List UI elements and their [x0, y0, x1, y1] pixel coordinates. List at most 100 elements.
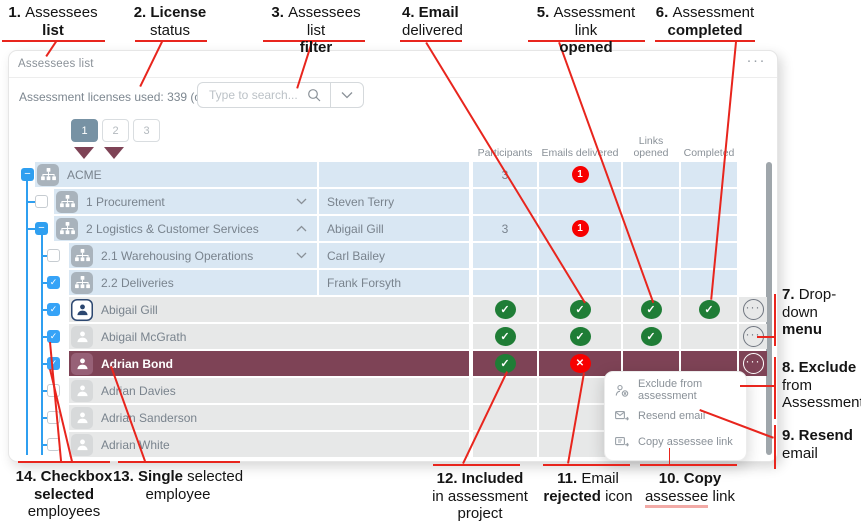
- tree-stub: [41, 444, 47, 446]
- tree-stub: [41, 417, 47, 419]
- row-name-cell[interactable]: Abigail Gill: [69, 297, 469, 322]
- person-icon: [71, 325, 93, 348]
- collapse-toggle[interactable]: −: [35, 222, 48, 235]
- person-icon: [71, 298, 93, 321]
- success-check-icon: ✓: [640, 300, 662, 319]
- exclude-person-icon: [615, 384, 629, 397]
- row-name-cell[interactable]: 2.2 Deliveries: [69, 270, 317, 295]
- row-name-cell[interactable]: Adrian Bond: [69, 351, 469, 376]
- page-button-3[interactable]: 3: [133, 119, 160, 142]
- menu-item-resend-email[interactable]: Resend email: [605, 403, 746, 429]
- row-checkbox[interactable]: ✓: [47, 303, 60, 316]
- page-marker-triangle: [104, 147, 124, 159]
- tree-stub: [26, 201, 35, 203]
- menu-item-label: Resend email: [638, 410, 706, 422]
- row-checkbox[interactable]: ✓: [47, 330, 60, 343]
- column-header-links-opened: Links opened: [633, 135, 669, 159]
- tree-stub: [41, 282, 47, 284]
- annotation-underline: [400, 40, 462, 42]
- collapse-toggle[interactable]: −: [21, 168, 34, 181]
- annotation-underline: [640, 464, 737, 466]
- participants-cell: [473, 270, 537, 295]
- org-unit-icon: [71, 271, 93, 294]
- row-name-cell[interactable]: 2.1 Warehousing Operations: [69, 243, 317, 268]
- annotation-underline: [18, 461, 110, 463]
- links-cell: ✓: [623, 297, 679, 322]
- page-button-1[interactable]: 1: [71, 119, 98, 142]
- person-icon: [71, 379, 93, 402]
- row-menu-button[interactable]: ···: [742, 299, 764, 320]
- success-check-icon: ✓: [640, 327, 662, 346]
- chevron-up-icon[interactable]: [296, 225, 307, 232]
- emails-cell: ✓: [539, 324, 621, 349]
- tree-stub: [26, 228, 35, 230]
- success-check-icon: ✓: [494, 300, 516, 319]
- row-menu-button[interactable]: ···: [742, 353, 764, 374]
- annotation-underline: [2, 40, 105, 42]
- row-label: 2 Logistics & Customer Services: [86, 221, 259, 236]
- org-unit-icon: [71, 244, 93, 267]
- row-name-cell[interactable]: 2 Logistics & Customer Services: [54, 216, 317, 241]
- row-checkbox[interactable]: [47, 249, 60, 262]
- leader-line: [668, 448, 671, 464]
- row-label: ACME: [67, 167, 102, 182]
- row-name-cell[interactable]: Adrian Sanderson: [69, 405, 469, 430]
- row-checkbox[interactable]: ✓: [47, 276, 60, 289]
- actions-cell: ···: [739, 351, 767, 376]
- email-rejected-icon: ✕: [569, 354, 591, 373]
- tree-stub: [41, 309, 47, 311]
- emails-cell: 1: [539, 162, 621, 187]
- menu-item-exclude-from-assessment[interactable]: Exclude from assessment: [605, 377, 746, 403]
- page-button-2[interactable]: 2: [102, 119, 129, 142]
- participants-cell: [473, 378, 537, 403]
- search-icon[interactable]: [307, 88, 321, 102]
- row-name-cell[interactable]: Adrian Davies: [69, 378, 469, 403]
- table-row[interactable]: ✓ Abigail Gill ✓ ✓ ✓ ✓ ···: [9, 297, 767, 322]
- search-input[interactable]: [207, 87, 307, 103]
- tree-stub: [41, 255, 47, 257]
- row-context-menu: Exclude from assessment Resend email Cop…: [604, 371, 747, 461]
- row-name-cell[interactable]: 1 Procurement: [54, 189, 317, 214]
- org-unit-icon: [56, 190, 78, 213]
- person-icon: [71, 352, 93, 375]
- chevron-down-icon[interactable]: [296, 252, 307, 259]
- tree-stub: [41, 363, 47, 365]
- table-row[interactable]: ✓Abigail McGrath✓✓✓···: [9, 324, 767, 349]
- column-header-emails-delivered: Emails delivered: [541, 146, 619, 159]
- tree-stub: [41, 390, 47, 392]
- resend-email-icon: [615, 410, 629, 422]
- success-check-icon: ✓: [569, 300, 591, 319]
- divider: [330, 83, 331, 107]
- links-cell: [623, 189, 679, 214]
- panel-options-button[interactable]: ···: [746, 52, 766, 69]
- emails-cell: 1: [539, 216, 621, 241]
- scrollbar[interactable]: [766, 162, 772, 455]
- success-check-icon: ✓: [494, 354, 516, 373]
- chevron-down-icon[interactable]: [296, 198, 307, 205]
- completed-cell: [681, 162, 737, 187]
- success-check-icon: ✓: [698, 300, 720, 319]
- menu-item-copy-assessee-link[interactable]: Copy assessee link: [605, 429, 746, 455]
- leader-line: [740, 385, 774, 387]
- row-checkbox[interactable]: [35, 195, 48, 208]
- manager-cell: Frank Forsyth: [319, 270, 469, 295]
- completed-cell: [681, 243, 737, 268]
- filter-dropdown-button[interactable]: [331, 91, 363, 99]
- row-name-cell[interactable]: ACME: [35, 162, 317, 187]
- row-name-cell[interactable]: Adrian White: [69, 432, 469, 457]
- participants-cell: [473, 189, 537, 214]
- row-name-cell[interactable]: Abigail McGrath: [69, 324, 469, 349]
